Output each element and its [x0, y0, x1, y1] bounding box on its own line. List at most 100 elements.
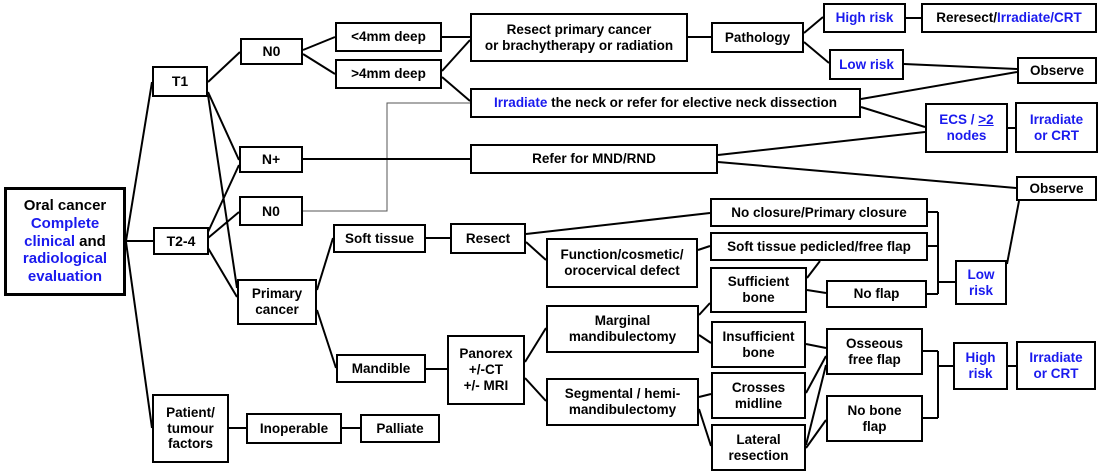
high-risk-2-label-line: High	[966, 350, 996, 366]
resect-node: Resect	[450, 223, 526, 254]
label-segment: Reresect/	[936, 10, 997, 26]
label-segment: Primary	[251, 286, 303, 302]
patient-tumour-factors-label-line: tumour	[167, 421, 214, 437]
oral-cancer-label-line: clinical and	[24, 233, 106, 251]
sufficient-bone-label-line: bone	[742, 290, 774, 306]
label-segment: or brachytherapy or radiation	[484, 37, 674, 53]
irradiate-or-crt-1-label-line: or CRT	[1034, 128, 1079, 144]
label-segment: Osseous	[845, 335, 904, 351]
label-segment: the neck or refer for elective neck diss…	[547, 95, 837, 111]
edge-primary-to-softtissue	[316, 237, 334, 291]
label-segment: Soft tissue pedicled/free flap	[727, 238, 911, 254]
t2-4-node: T2-4	[153, 227, 209, 255]
label-segment: Irradiate/CRT	[997, 10, 1082, 26]
ecs-nodes-label-line: ECS / >2	[939, 112, 993, 128]
label-segment: nodes	[946, 128, 987, 143]
label-segment: midline	[734, 395, 783, 411]
edge-marginal-to-sufficientbone	[698, 302, 711, 316]
edge-t24-to-nplus	[207, 164, 240, 233]
n-plus-label-line: N+	[262, 151, 280, 168]
label-segment: ECS /	[939, 112, 979, 128]
pathology-node: Pathology	[711, 22, 804, 53]
edge-gt4mm-to-resectprimary	[441, 39, 471, 72]
function-cosmetic-defect-node: Function/cosmetic/orocervical defect	[546, 238, 698, 288]
n0-t1-label-line: N0	[263, 43, 281, 60]
label-segment: Lateral	[736, 431, 781, 447]
label-segment: or CRT	[1033, 365, 1079, 381]
osseous-free-flap-label-line: free flap	[848, 352, 901, 368]
label-segment: Soft tissue	[344, 230, 414, 246]
edge-sufficientbone-to-stflap	[806, 260, 821, 279]
label-segment: Mandible	[351, 360, 411, 376]
resect-primary-cancer-label-line: Resect primary cancer	[507, 22, 652, 38]
edge-t24-to-n0b	[207, 211, 240, 239]
edge-n0-to-lt4mm	[302, 36, 336, 51]
edge-lateral-to-osseous	[805, 364, 827, 446]
panorex-label-line: +/- MRI	[464, 378, 509, 394]
label-segment: High	[965, 350, 996, 366]
label-segment: cancer	[255, 302, 299, 317]
soft-tissue-node: Soft tissue	[333, 224, 426, 253]
label-segment: flap	[862, 418, 887, 434]
edge-primary-to-mandible	[316, 309, 337, 369]
observe-2-label-line: Observe	[1029, 181, 1083, 197]
no-bone-flap-label-line: No bone	[848, 403, 902, 419]
oral-cancer-label-line: Complete	[31, 215, 99, 233]
oral-cancer-label-line: Oral cancer	[24, 197, 107, 215]
observe-1-label-line: Observe	[1030, 63, 1084, 79]
high-risk-1-label-line: High risk	[836, 10, 894, 26]
edge-pathology-to-highrisk1	[803, 16, 824, 34]
high-risk-2-label-line: risk	[968, 366, 992, 382]
segmental-hemi-mandibulectomy-label-line: Segmental / hemi-	[565, 386, 681, 402]
no-flap-label-line: No flap	[854, 286, 900, 302]
edge-function-to-stflap	[697, 245, 711, 251]
lateral-resection-label-line: resection	[728, 448, 788, 464]
edge-panorex-to-segmental	[524, 377, 547, 402]
label-segment: N0	[262, 202, 280, 219]
label-segment: mandibulectomy	[568, 329, 677, 344]
primary-cancer-label-line: Primary	[252, 286, 302, 302]
edge-irradiateneck-to-observe1	[860, 71, 1018, 100]
t1-node: T1	[152, 66, 208, 97]
label-segment: Irradiate	[1029, 349, 1083, 365]
edge-resect-to-noclosure	[525, 212, 711, 235]
edge-t1-to-nplus	[207, 91, 240, 161]
patient-tumour-factors-label-line: Patient/	[166, 405, 215, 421]
label-segment: Oral cancer	[23, 197, 107, 215]
edge-pathology-to-lowrisk1	[803, 41, 830, 64]
lt4mm-deep-node: <4mm deep	[335, 22, 442, 52]
label-segment: +/- MRI	[463, 377, 509, 393]
function-cosmetic-defect-label-line: orocervical defect	[564, 263, 680, 279]
inoperable-label-line: Inoperable	[260, 421, 328, 437]
label-segment: Inoperable	[259, 420, 329, 436]
lateral-resection-label-line: Lateral	[736, 432, 780, 448]
label-segment: Pathology	[724, 29, 791, 45]
soft-tissue-label-line: Soft tissue	[345, 231, 414, 247]
label-segment: Segmental / hemi-	[564, 386, 681, 402]
irradiate-or-crt-2-label-line: Irradiate	[1029, 350, 1082, 366]
edge-lowrisk1-to-observe1	[903, 63, 1018, 70]
edge-oral-to-patient	[125, 241, 153, 429]
insufficient-bone-label-line: bone	[742, 345, 774, 361]
edge-mnd-to-ecs	[717, 131, 926, 156]
high-risk-1-node: High risk	[823, 3, 906, 33]
mandible-label-line: Mandible	[352, 361, 411, 377]
label-segment: Crosses	[731, 379, 786, 395]
label-segment: Complete	[30, 214, 100, 232]
label-segment: Low	[967, 266, 995, 282]
label-segment: +/-CT	[468, 362, 504, 378]
soft-tissue-pedicled-free-flap-label-line: Soft tissue pedicled/free flap	[727, 239, 911, 255]
label-segment: risk	[968, 366, 993, 381]
t2-4-label-line: T2-4	[167, 233, 196, 250]
no-closure-primary-closure-node: No closure/Primary closure	[710, 198, 928, 227]
